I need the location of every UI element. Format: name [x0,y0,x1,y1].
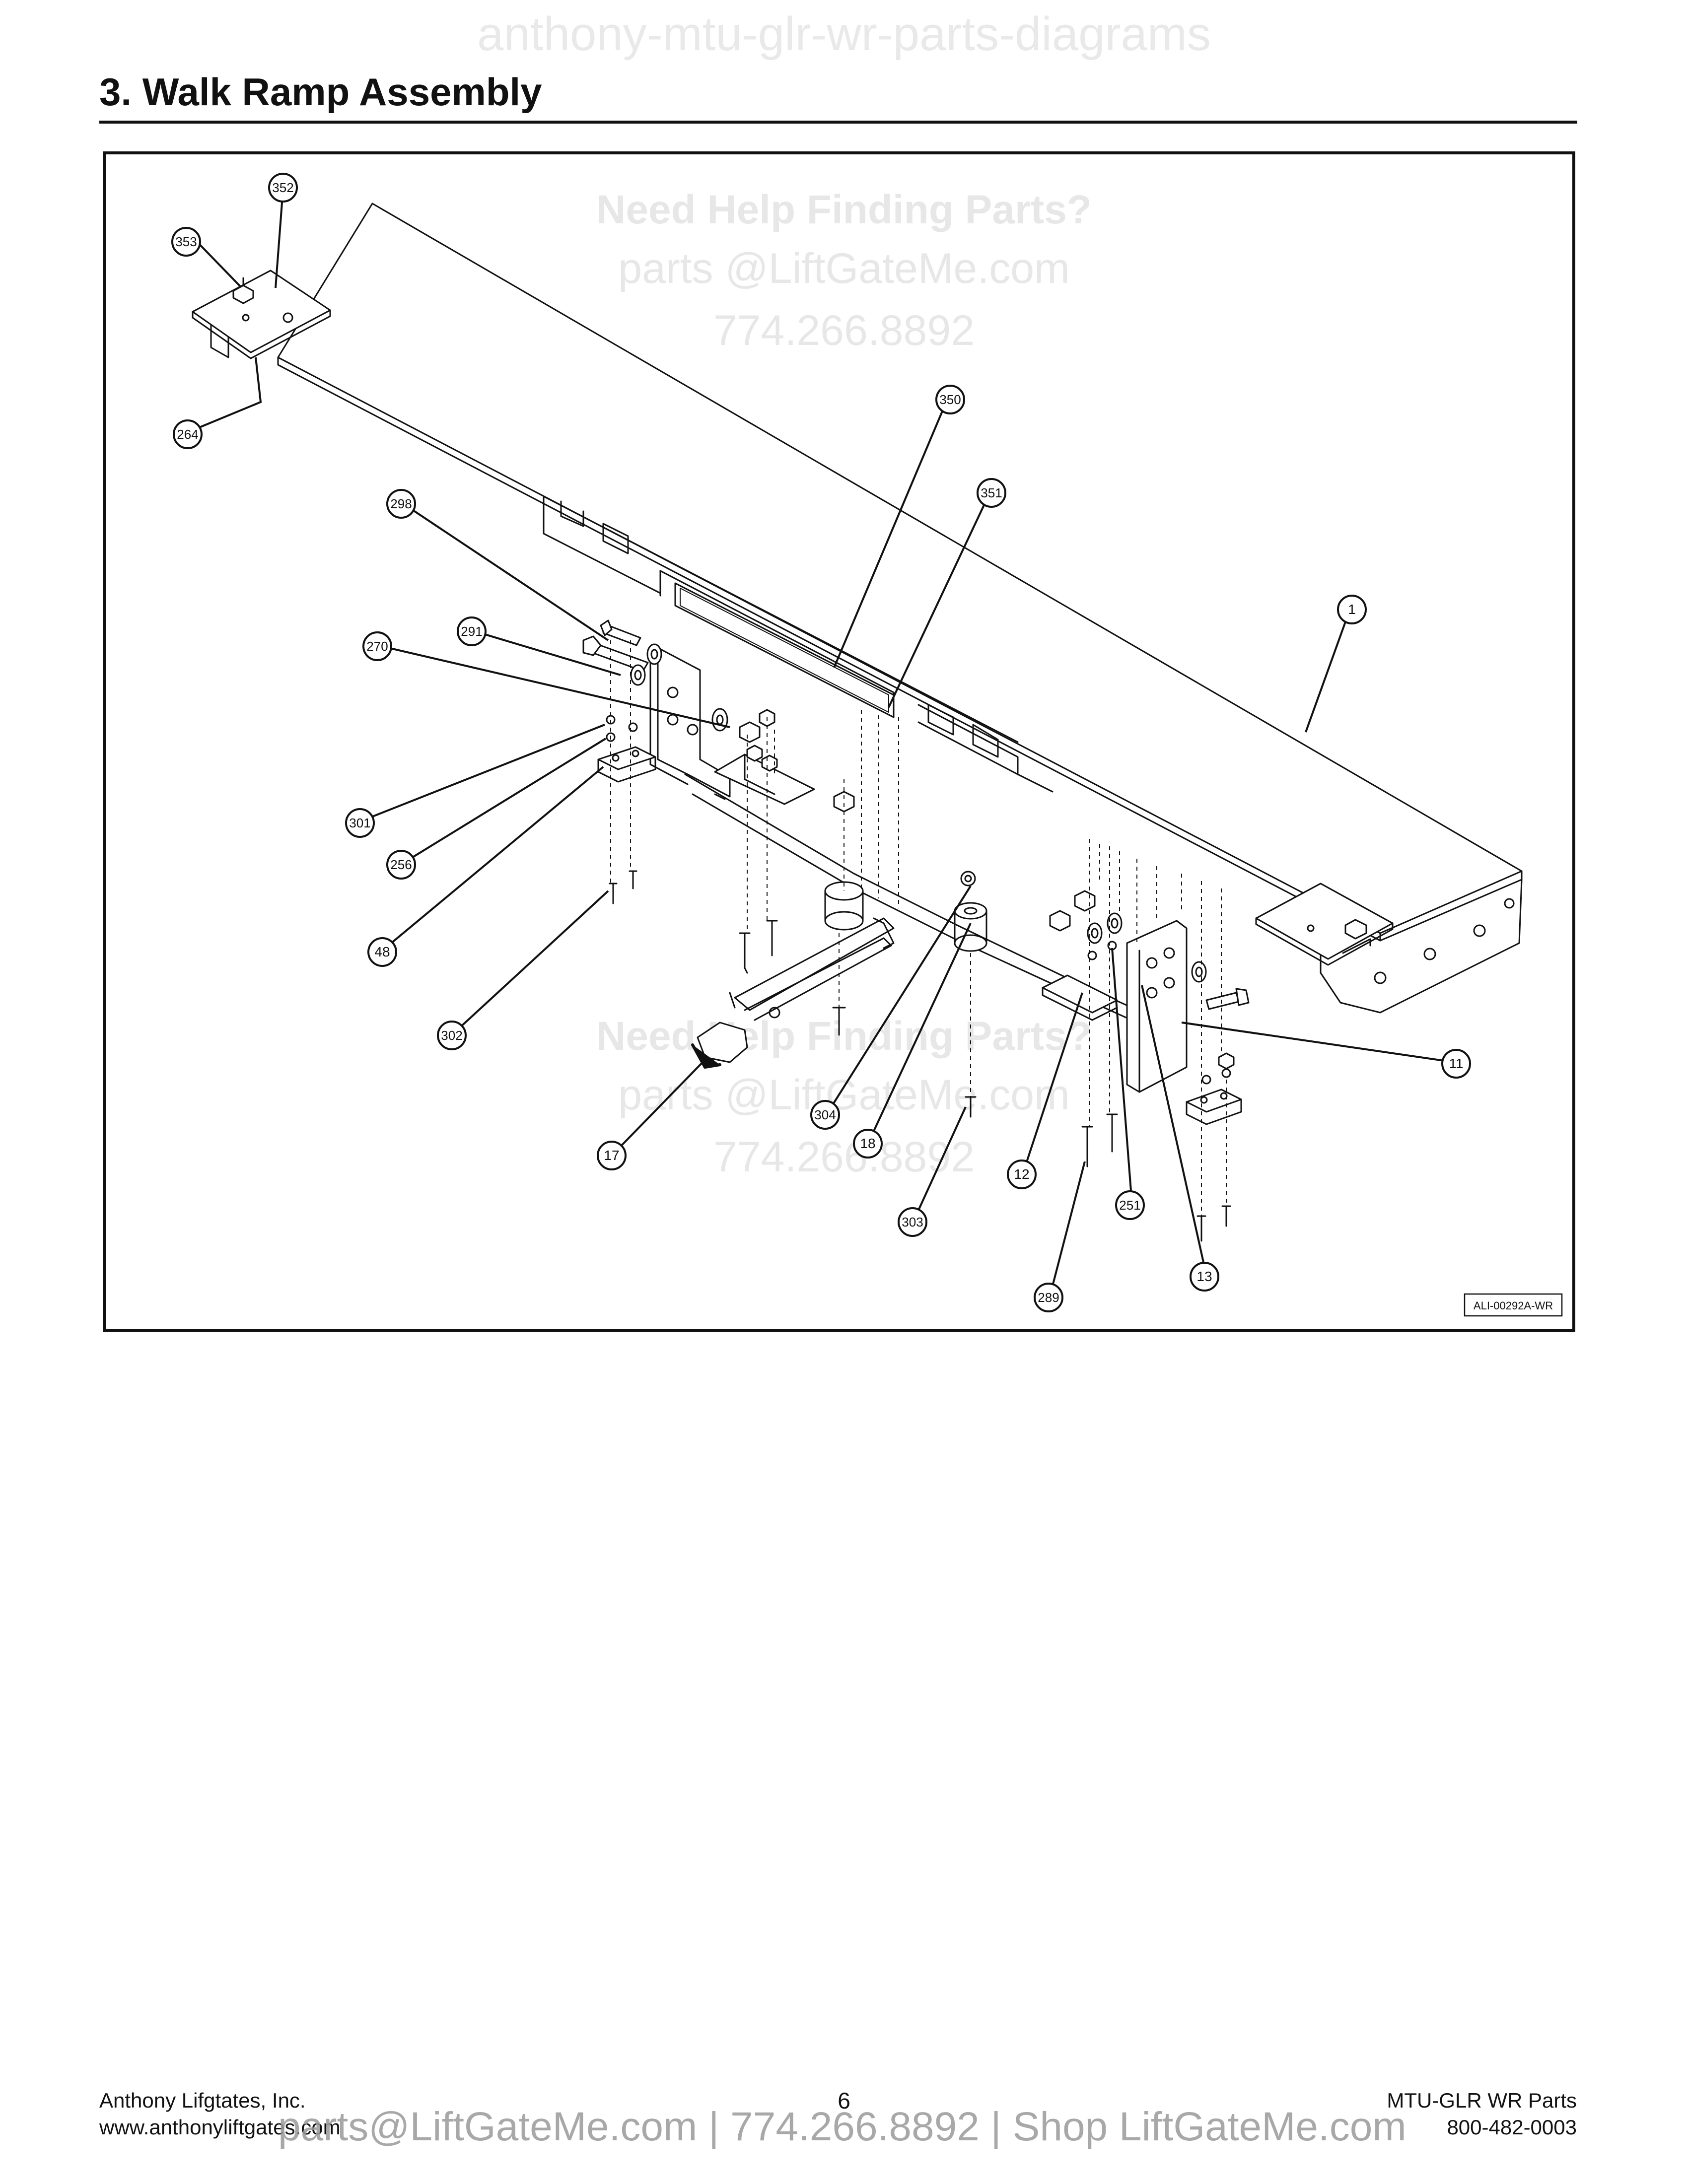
callout-label: 291 [461,624,482,639]
callout-301: 301 [345,808,375,838]
callout-label: 13 [1196,1269,1212,1284]
callout-label: 352 [272,180,293,195]
diagram-watermark-line-1: Need Help Finding Parts? [596,187,1092,232]
callout-circle [1190,1262,1219,1292]
callout-351: 351 [977,478,1006,508]
footer-doc-name: MTU-GLR WR Parts [1387,2089,1577,2112]
callout-circle [1337,595,1367,624]
footer-website[interactable]: www.anthonyliftgates.com [99,2116,341,2139]
callout-leaders [188,189,1455,1296]
callout-circle [362,631,392,661]
callout-352: 352 [268,173,298,203]
assembly-dash-lines [610,640,1227,1216]
callout-label: 264 [177,427,198,442]
page-title: 3. Walk Ramp Assembly [99,70,542,114]
callout-13: 13 [1190,1262,1219,1292]
callout-label: 289 [1038,1290,1059,1305]
callout-264: 264 [173,419,203,449]
diagram-watermark-line-3: 774.266.8892 [713,307,975,354]
callout-circle [1115,1190,1145,1220]
drawing-id: ALI-00292A-WR [1474,1299,1553,1312]
callout-298: 298 [386,489,416,519]
exploded-parts-diagram: Need Help Finding Parts? parts @LiftGate… [102,151,1576,1332]
callout-label: 303 [902,1215,923,1229]
callout-circle [977,478,1006,508]
footer-phone: 800-482-0003 [1447,2116,1577,2139]
callout-circle [597,1141,627,1170]
callout-circle [1034,1283,1063,1312]
callout-289: 289 [1034,1283,1063,1312]
callout-label: 353 [175,234,197,249]
callout-label: 48 [374,944,390,959]
callout-303: 303 [898,1207,927,1237]
callout-label: 350 [939,392,961,407]
callout-label: 18 [860,1136,875,1151]
callout-circle [898,1207,927,1237]
callout-circle [345,808,375,838]
callout-circle [173,419,203,449]
callout-11: 11 [1441,1049,1471,1079]
callout-label: 298 [390,496,412,511]
callout-label: 256 [390,857,412,872]
diagram-watermark-line-6: 774.266.8892 [713,1133,975,1181]
callout-label: 302 [441,1028,462,1043]
callout-350: 350 [935,385,965,414]
page-watermark: anthony-mtu-glr-wr-parts-diagrams [477,7,1211,61]
callout-304: 304 [810,1100,840,1130]
callout-48: 48 [367,937,397,967]
callout-label: 17 [604,1148,619,1163]
swing-arm-handle [691,917,895,1069]
callout-label: 251 [1119,1198,1140,1213]
callout-circle [268,173,298,203]
callout-label: 12 [1014,1166,1029,1182]
callout-label: 1 [1348,602,1356,617]
callout-17: 17 [597,1141,627,1170]
footer-watermark: parts@LiftGateMe.com | 774.266.8892 | Sh… [278,2104,1407,2149]
callout-circle [171,227,201,257]
callout-18: 18 [853,1129,883,1159]
callout-302: 302 [437,1021,467,1050]
callout-353: 353 [171,227,201,257]
mounting-block-right [1186,1089,1242,1125]
footer-company: Anthony Lifgtates, Inc. [99,2089,306,2112]
callout-12: 12 [1007,1160,1037,1189]
callout-label: 11 [1449,1056,1463,1071]
walk-ramp-deck [277,203,1523,1014]
diagram-drawing: Need Help Finding Parts? parts @LiftGate… [103,151,1575,1332]
footer-page-number: 6 [838,2088,850,2114]
callout-circle [386,489,416,519]
diagram-watermark-line-2: parts @LiftGateMe.com [618,245,1069,292]
callout-256: 256 [386,850,416,880]
callout-label: 301 [349,816,370,830]
diagram-watermark-line-5: parts @LiftGateMe.com [618,1071,1069,1119]
callout-label: 304 [814,1107,836,1122]
callout-label: 270 [366,639,388,654]
hinge-bracket-right [1042,920,1188,1093]
diagram-frame [103,151,1575,1332]
callout-circle [1007,1160,1037,1189]
title-divider [99,121,1577,124]
callout-1: 1 [1337,595,1367,624]
callout-291: 291 [457,616,487,646]
mounting-block-48 [597,746,656,783]
corner-plate-right [1255,883,1394,966]
callout-circle [935,385,965,414]
callout-270: 270 [362,631,392,661]
callout-bubbles: 352 353 264 350 351 298 291 270 1 301 256 48 302 11 30… [171,173,1471,1312]
corner-plate-left [192,270,331,359]
diagram-watermark-line-4: Need Help Finding Parts? [596,1014,1092,1059]
callout-circle [457,616,487,646]
drawing-id-box [1464,1293,1563,1317]
callout-circle [1441,1049,1471,1079]
callout-circle [853,1129,883,1159]
callout-circle [810,1100,840,1130]
callout-circle [386,850,416,880]
callout-circle [437,1021,467,1050]
callout-circle [367,937,397,967]
callout-label: 351 [981,485,1002,500]
callout-251: 251 [1115,1190,1145,1220]
